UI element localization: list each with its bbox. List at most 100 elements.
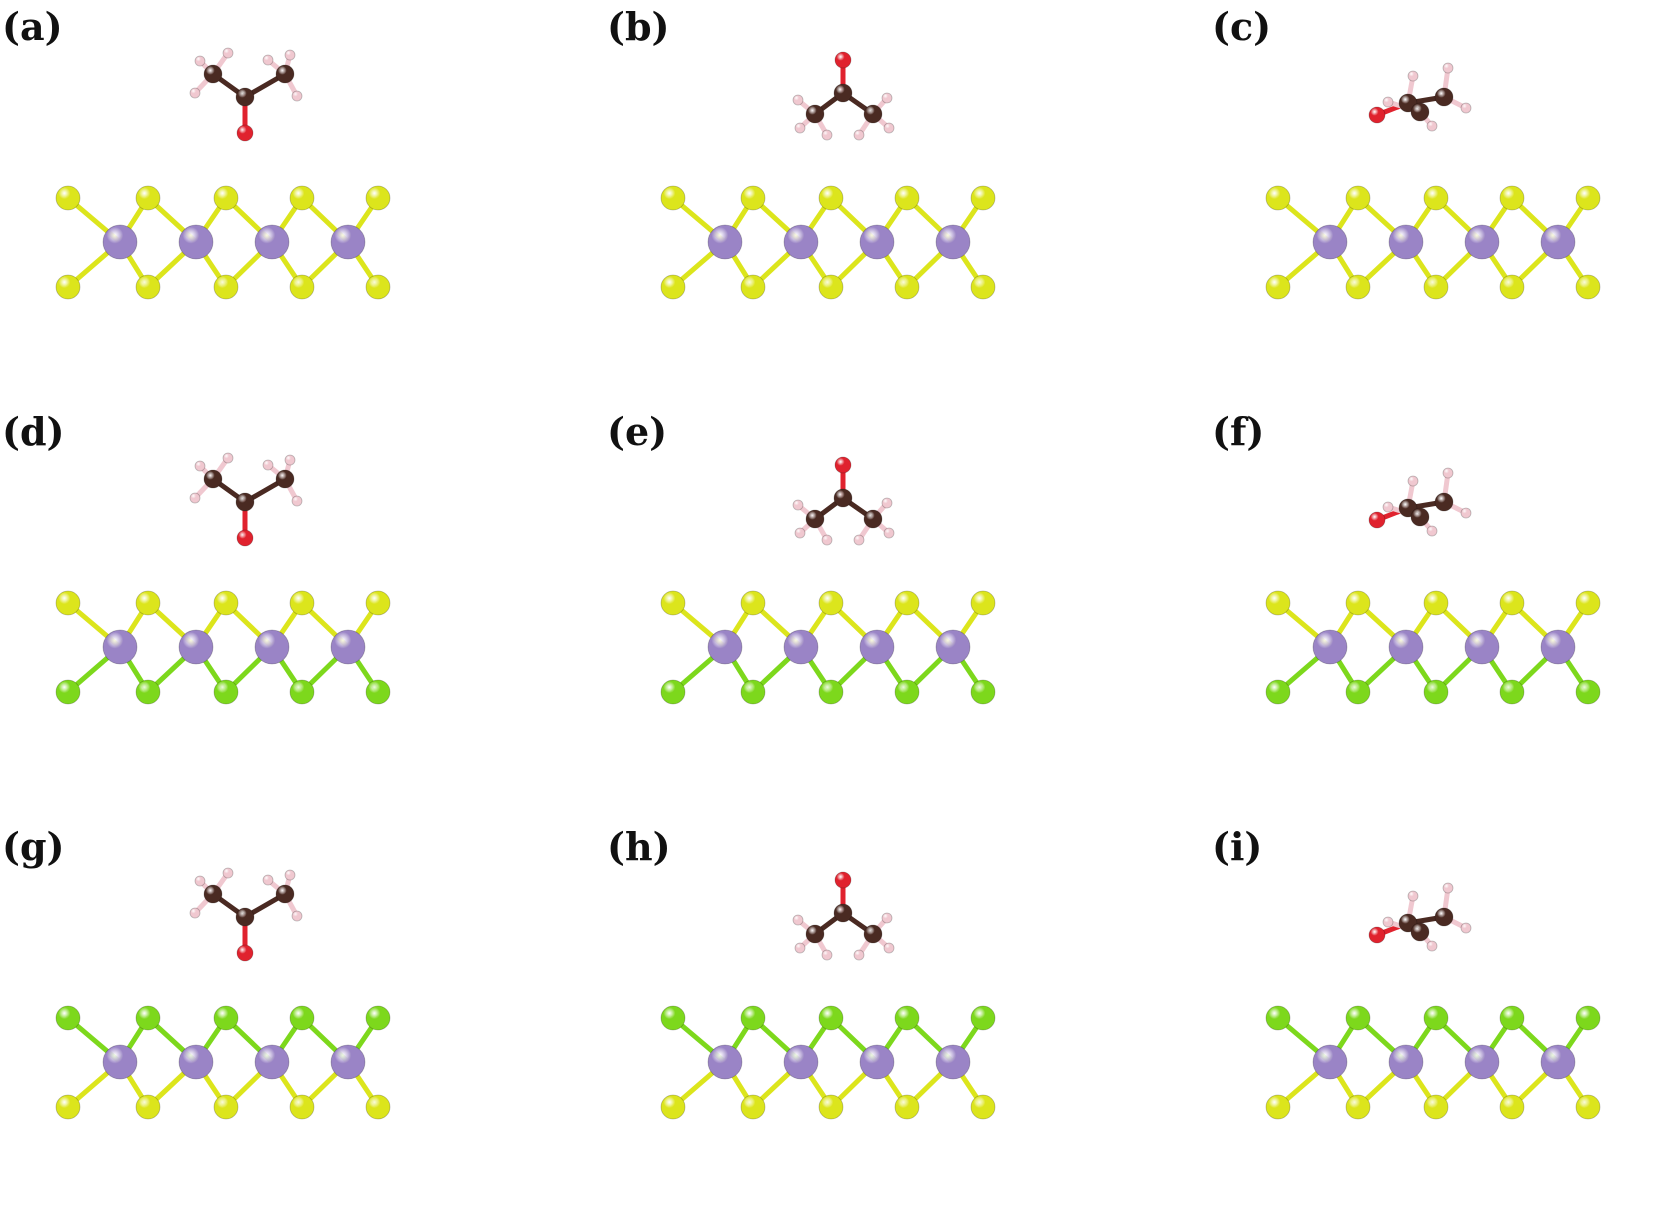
top-atom: [365, 1005, 391, 1031]
bottom-atom: [818, 274, 844, 300]
bottom-atom: [1345, 1094, 1371, 1120]
hydrogen-atom: [794, 942, 806, 954]
hydrogen-atom: [284, 869, 296, 881]
oxygen-atom: [236, 124, 254, 142]
top-atom: [1499, 1005, 1525, 1031]
hydrogen-atom: [821, 534, 833, 546]
top-atom: [818, 590, 844, 616]
metal-atom: [1388, 224, 1424, 260]
hydrogen-atom: [262, 54, 274, 66]
panel-label: (c): [1212, 4, 1271, 49]
bottom-atom: [213, 1094, 239, 1120]
bottom-atom: [1499, 274, 1525, 300]
hydrogen-atom: [194, 460, 206, 472]
bottom-atom: [1575, 274, 1601, 300]
hydrogen-atom: [222, 47, 234, 59]
hydrogen-atom: [1426, 940, 1438, 952]
panel-label: (e): [607, 409, 667, 454]
bottom-atom: [894, 1094, 920, 1120]
hydrogen-atom: [821, 949, 833, 961]
panel-label: (h): [607, 824, 671, 869]
bottom-atom: [289, 1094, 315, 1120]
hydrogen-atom: [1442, 882, 1454, 894]
hydrogen-atom: [1442, 467, 1454, 479]
bottom-atom: [740, 274, 766, 300]
top-atom: [1345, 590, 1371, 616]
top-atom: [1423, 590, 1449, 616]
bottom-atom: [135, 679, 161, 705]
top-atom: [970, 1005, 996, 1031]
hydrogen-atom: [1460, 102, 1472, 114]
panel-g: (g): [2, 824, 391, 1120]
panel-i: (i): [1212, 824, 1601, 1120]
oxygen-atom: [834, 871, 852, 889]
hydrogen-atom: [189, 492, 201, 504]
metal-atom: [859, 224, 895, 260]
metal-atom: [859, 1044, 895, 1080]
top-atom: [1575, 185, 1601, 211]
metal-atom: [1388, 629, 1424, 665]
carbon-atom: [805, 104, 825, 124]
metal-atom: [1464, 1044, 1500, 1080]
panel-label: (i): [1212, 824, 1262, 869]
metal-atom: [1464, 224, 1500, 260]
hydrogen-atom: [881, 912, 893, 924]
panel-label: (f): [1212, 409, 1264, 454]
top-atom: [365, 590, 391, 616]
metal-atom: [178, 1044, 214, 1080]
metal-atom: [254, 629, 290, 665]
panel-h: (h): [607, 824, 996, 1120]
hydrogen-atom: [883, 122, 895, 134]
metal-atom: [254, 1044, 290, 1080]
bottom-atom: [135, 1094, 161, 1120]
bottom-atom: [740, 679, 766, 705]
hydrogen-atom: [1382, 501, 1394, 513]
top-atom: [1423, 185, 1449, 211]
hydrogen-atom: [1426, 525, 1438, 537]
oxygen-atom: [236, 529, 254, 547]
hydrogen-atom: [881, 92, 893, 104]
hydrogen-atom: [853, 129, 865, 141]
bottom-atom: [213, 679, 239, 705]
panel-label: (b): [607, 4, 670, 49]
hydrogen-atom: [189, 907, 201, 919]
top-atom: [365, 185, 391, 211]
bottom-atom: [1499, 1094, 1525, 1120]
metal-atom: [935, 224, 971, 260]
top-atom: [1265, 185, 1291, 211]
hydrogen-atom: [194, 55, 206, 67]
bottom-atom: [213, 274, 239, 300]
top-atom: [740, 185, 766, 211]
top-atom: [1423, 1005, 1449, 1031]
hydrogen-atom: [883, 527, 895, 539]
hydrogen-atom: [222, 867, 234, 879]
bottom-atom: [289, 274, 315, 300]
top-atom: [1345, 185, 1371, 211]
carbon-atom: [203, 64, 223, 84]
hydrogen-atom: [883, 942, 895, 954]
bottom-atom: [1265, 1094, 1291, 1120]
metal-atom: [178, 629, 214, 665]
hydrogen-atom: [1382, 96, 1394, 108]
hydrogen-atom: [189, 87, 201, 99]
bottom-atom: [365, 679, 391, 705]
hydrogen-atom: [1407, 475, 1419, 487]
carbon-atom: [1410, 922, 1430, 942]
hydrogen-atom: [262, 874, 274, 886]
carbon-atom: [833, 903, 853, 923]
hydrogen-atom: [1426, 120, 1438, 132]
oxygen-atom: [834, 51, 852, 69]
top-atom: [818, 1005, 844, 1031]
carbon-atom: [275, 469, 295, 489]
bottom-atom: [894, 679, 920, 705]
hydrogen-atom: [1460, 922, 1472, 934]
top-atom: [1575, 590, 1601, 616]
bottom-atom: [135, 274, 161, 300]
metal-atom: [1312, 629, 1348, 665]
carbon-atom: [1434, 907, 1454, 927]
metal-atom: [859, 629, 895, 665]
top-atom: [894, 185, 920, 211]
carbon-atom: [1434, 87, 1454, 107]
hydrogen-atom: [262, 459, 274, 471]
